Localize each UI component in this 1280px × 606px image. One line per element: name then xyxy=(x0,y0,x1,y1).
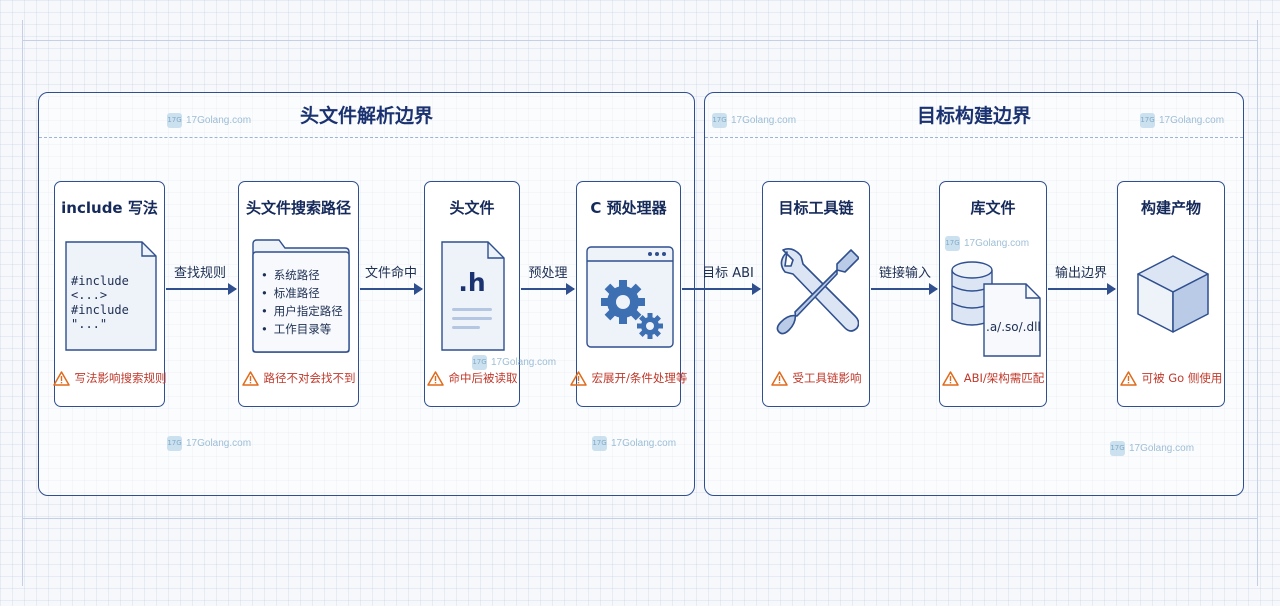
card-title: 头文件搜索路径 xyxy=(245,199,351,217)
code-line: #include <...> xyxy=(71,274,129,302)
card-library-files: 库文件 .a/.so/.dll ABI/架构需匹配 xyxy=(939,181,1047,407)
card-title: 库文件 xyxy=(970,199,1016,217)
warning-icon xyxy=(426,370,444,386)
warning-text: 路径不对会找不到 xyxy=(263,371,356,385)
header-file-icon xyxy=(441,241,505,351)
card-title: C 预处理器 xyxy=(590,199,667,217)
warning-icon xyxy=(52,370,70,386)
region-divider xyxy=(39,137,694,138)
search-path-item: 标准路径 xyxy=(261,284,343,302)
arrow-label: 输出边界 xyxy=(1054,266,1108,281)
warning-note: 命中后被读取 xyxy=(425,370,519,386)
gear-window-icon xyxy=(586,246,674,348)
flow-arrow xyxy=(166,283,237,295)
watermark-logo: 17G xyxy=(945,236,960,251)
flow-arrow xyxy=(871,283,938,295)
arrow-label: 查找规则 xyxy=(173,266,227,281)
warning-note: 路径不对会找不到 xyxy=(239,370,358,386)
card-build-artifact: 构建产物 可被 Go 侧使用 xyxy=(1117,181,1225,407)
warning-text: 可被 Go 侧使用 xyxy=(1141,371,1223,385)
warning-note: 宏展开/条件处理等 xyxy=(569,370,687,386)
card-include-syntax: include 写法 #include <...> #include "..."… xyxy=(52,181,167,407)
watermark-logo: 17G xyxy=(592,436,607,451)
arrow-label: 链接输入 xyxy=(878,266,932,281)
warning-icon xyxy=(1119,370,1137,386)
warning-icon xyxy=(241,370,259,386)
source-file-icon xyxy=(65,241,157,351)
card-target-toolchain: 目标工具链 受工具链影响 xyxy=(762,181,870,407)
warning-note: 可被 Go 侧使用 xyxy=(1118,370,1224,386)
flow-arrow xyxy=(360,283,423,295)
warning-text: 受工具链影响 xyxy=(792,371,862,385)
arrow-label: 目标 ABI xyxy=(702,266,754,281)
guide-line-left xyxy=(22,20,23,586)
card-search-paths: 头文件搜索路径 系统路径 标准路径 用户指定路径 工作目录等 路径不对会找不到 xyxy=(238,181,359,407)
warning-note: 写法影响搜索规则 xyxy=(52,370,167,386)
library-extensions: .a/.so/.dll xyxy=(986,320,1041,334)
tools-icon xyxy=(776,248,859,335)
card-title: include 写法 xyxy=(61,199,158,217)
warning-note: ABI/架构需匹配 xyxy=(940,370,1046,386)
card-header-file: 头文件 .h 命中后被读取 xyxy=(424,181,520,407)
watermark-logo: 17G xyxy=(1110,441,1125,456)
warning-text: 写法影响搜索规则 xyxy=(74,371,167,385)
guide-line-bottom xyxy=(22,518,1258,519)
region-title: 头文件解析边界 xyxy=(299,105,433,127)
arrow-label: 文件命中 xyxy=(364,266,418,281)
card-title: 构建产物 xyxy=(1140,199,1201,217)
warning-text: ABI/架构需匹配 xyxy=(963,371,1045,385)
warning-icon xyxy=(770,370,788,386)
card-title: 头文件 xyxy=(449,199,495,217)
warning-text: 宏展开/条件处理等 xyxy=(591,371,688,385)
warning-icon xyxy=(941,370,959,386)
search-path-item: 工作目录等 xyxy=(261,320,343,338)
watermark-logo: 17G xyxy=(167,113,182,128)
watermark-logo: 17G xyxy=(712,113,727,128)
guide-line-right xyxy=(1257,20,1258,586)
flow-arrow xyxy=(1048,283,1116,295)
watermark-logo: 17G xyxy=(167,436,182,451)
watermark-logo: 17G xyxy=(1140,113,1155,128)
arrow-label: 预处理 xyxy=(528,266,568,281)
warning-icon xyxy=(569,370,587,386)
flow-arrow xyxy=(682,283,761,295)
warning-note: 受工具链影响 xyxy=(763,370,869,386)
region-title: 目标构建边界 xyxy=(916,105,1031,127)
code-line: #include "..." xyxy=(71,303,129,331)
database-library-icon xyxy=(951,261,1041,357)
region-divider xyxy=(705,137,1243,138)
warning-text: 命中后被读取 xyxy=(448,371,518,385)
flow-arrow xyxy=(521,283,575,295)
guide-line-top xyxy=(22,40,1258,41)
search-path-item: 系统路径 xyxy=(261,266,343,284)
search-path-item: 用户指定路径 xyxy=(261,302,343,320)
card-title: 目标工具链 xyxy=(778,199,854,217)
search-path-list: 系统路径 标准路径 用户指定路径 工作目录等 xyxy=(261,266,343,338)
card-c-preprocessor: C 预处理器 宏展开/条件处理等 xyxy=(569,181,687,407)
watermark-logo: 17G xyxy=(472,355,487,370)
file-extension: .h xyxy=(458,268,486,297)
cube-icon xyxy=(1137,255,1209,333)
